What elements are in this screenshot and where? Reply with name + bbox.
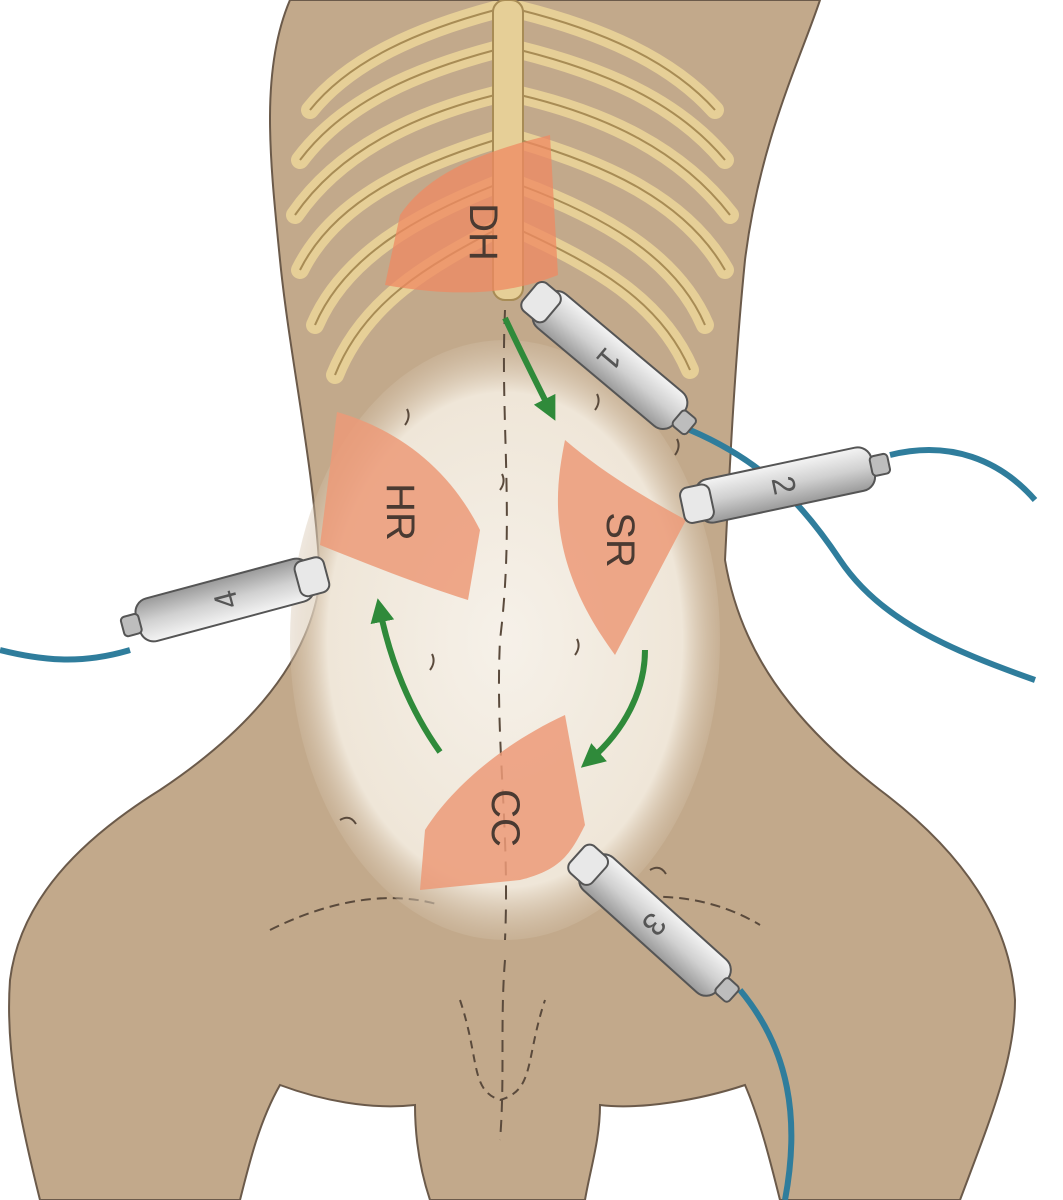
region-label-sr: SR	[598, 512, 642, 568]
arrow-dh-to-sr	[502, 316, 556, 421]
region-label-cc: CC	[483, 789, 527, 847]
scan-window-dh	[385, 135, 558, 293]
probe-1: 1	[520, 280, 697, 436]
hair-marks	[339, 393, 680, 875]
scan-window-cc	[420, 715, 585, 890]
midline-lower	[499, 959, 506, 1141]
cable-probe3	[737, 988, 795, 1200]
arrow-cc-to-hr	[370, 598, 443, 754]
scan-window-hr	[320, 412, 480, 600]
probe-3: 3	[567, 843, 740, 1003]
arrow-sr-to-cc	[580, 649, 648, 768]
cable-probe4	[0, 647, 131, 663]
probe-4: 4	[119, 556, 331, 643]
probe-2: 2	[679, 446, 892, 524]
cable-probe1	[688, 427, 1036, 683]
leg-fold-left	[269, 897, 441, 931]
region-label-hr: HR	[378, 483, 422, 541]
scrotum-outline	[459, 999, 546, 1102]
scan-window-sr	[557, 440, 686, 655]
cable-probe2	[889, 447, 1038, 502]
region-label-dh: DH	[461, 203, 505, 261]
